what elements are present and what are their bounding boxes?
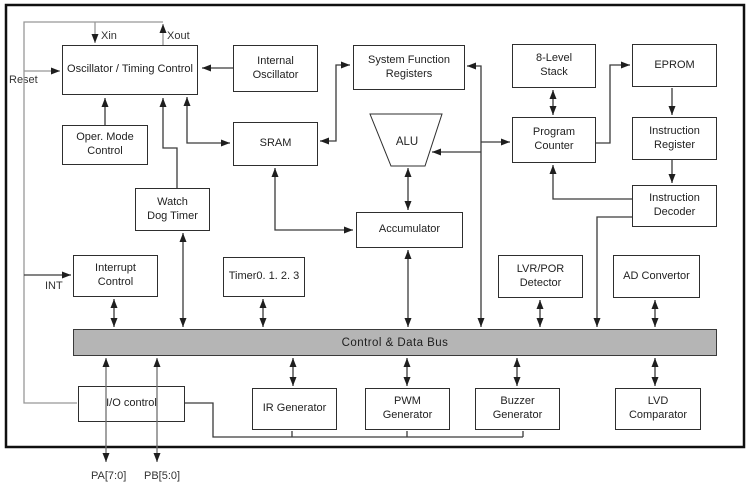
block-internal-oscillator: Internal Oscillator xyxy=(233,45,318,92)
block-lvd-comparator: LVD Comparator xyxy=(615,388,701,430)
block-instruction-register: Instruction Register xyxy=(632,117,717,160)
block-sram: SRAM xyxy=(233,122,318,166)
pin-label-int: INT xyxy=(45,280,63,292)
pin-label-xout: Xout xyxy=(167,30,190,42)
block-timer-0-1-2-3: Timer0. 1. 2. 3 xyxy=(223,257,305,297)
block-oscillator-timing-control: Oscillator / Timing Control xyxy=(62,45,198,95)
connector-sram-sfr xyxy=(320,61,350,145)
block-eprom: EPROM xyxy=(632,44,717,87)
pin-label-reset: Reset xyxy=(9,74,38,86)
pin-label-port-b: PB[5:0] xyxy=(144,470,181,482)
block-lvr-por-detector: LVR/POR Detector xyxy=(498,255,583,298)
block-program-counter: Program Counter xyxy=(512,117,596,163)
block-ad-convertor: AD Convertor xyxy=(613,255,700,298)
block-system-function-registers: System Function Registers xyxy=(353,45,465,90)
block-pwm-generator: PWM Generator xyxy=(365,388,450,430)
connector-wdt-to-oscillator xyxy=(159,98,178,188)
block-io-control: I/O control xyxy=(78,386,185,422)
connector-decoder-to-program-counter xyxy=(549,165,632,200)
pin-label-xin: Xin xyxy=(101,30,117,42)
block-accumulator: Accumulator xyxy=(356,212,463,248)
connector-sram-accumulator xyxy=(271,168,353,234)
block-8-level-stack: 8-Level Stack xyxy=(512,44,596,88)
block-interrupt-control: Interrupt Control xyxy=(73,255,158,297)
block-oper-mode-control: Oper. Mode Control xyxy=(62,125,148,165)
block-alu-label: ALU xyxy=(396,136,418,148)
connector-oscillator-sram xyxy=(183,97,230,147)
pin-label-port-a: PA[7:0] xyxy=(91,470,127,482)
connector-program-counter-to-eprom xyxy=(596,61,630,144)
block-instruction-decoder: Instruction Decoder xyxy=(632,185,717,227)
block-watch-dog-timer: Watch Dog Timer xyxy=(135,188,210,231)
control-data-bus: Control & Data Bus xyxy=(73,329,717,356)
block-alu: ALU xyxy=(369,113,443,167)
connector-io-to-generators xyxy=(185,402,524,438)
block-ir-generator: IR Generator xyxy=(252,388,337,430)
block-buzzer-generator: Buzzer Generator xyxy=(475,388,560,430)
connector-sfr-to-bus-trunk xyxy=(467,62,485,327)
